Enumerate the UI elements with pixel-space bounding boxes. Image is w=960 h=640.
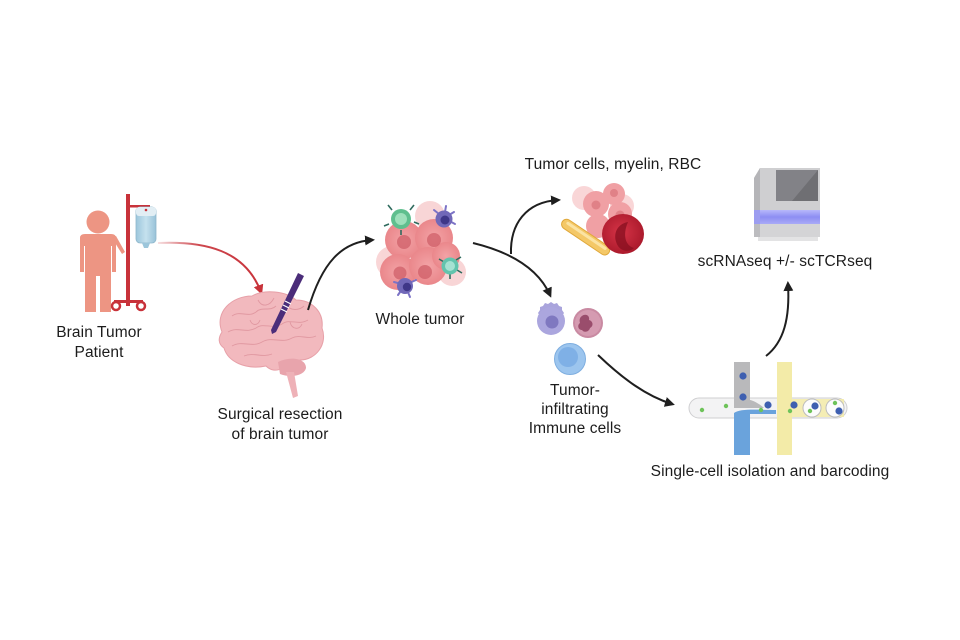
patient-with-iv-pole-icon: [80, 194, 157, 312]
node-label-debris: Tumor cells, myelin, RBC: [524, 156, 702, 173]
arrow-whole-tumor-to-debris: [509, 195, 561, 255]
arrow-immune-to-isolation: [597, 354, 675, 407]
immune-cells-icon: [537, 302, 603, 375]
microfluidic-chip-icon: [688, 362, 848, 455]
arrow-patient-to-resection: [157, 241, 264, 295]
node-label-patient: Brain Tumor Patient: [56, 324, 142, 361]
arrow-isolation-to-sequencing: [765, 281, 794, 357]
node-label-isolation: Single-cell isolation and barcoding: [650, 463, 890, 480]
arrow-whole-tumor-to-immune: [472, 242, 552, 298]
arrow-resection-to-whole-tumor: [307, 235, 375, 311]
sequencer-icon: [754, 168, 820, 241]
brain-with-scalpel-icon: [218, 273, 324, 398]
node-label-immune: Tumor- infiltrating Immune cells: [528, 382, 622, 437]
node-label-resection: Surgical resection of brain tumor: [217, 406, 343, 443]
tumor-myelin-rbc-icon: [561, 183, 644, 256]
node-label-whole-tumor: Whole tumor: [375, 311, 465, 328]
tumor-cell-cluster-icon: [376, 201, 466, 298]
node-label-sequencing: scRNAseq +/- scTCRseq: [697, 253, 873, 270]
